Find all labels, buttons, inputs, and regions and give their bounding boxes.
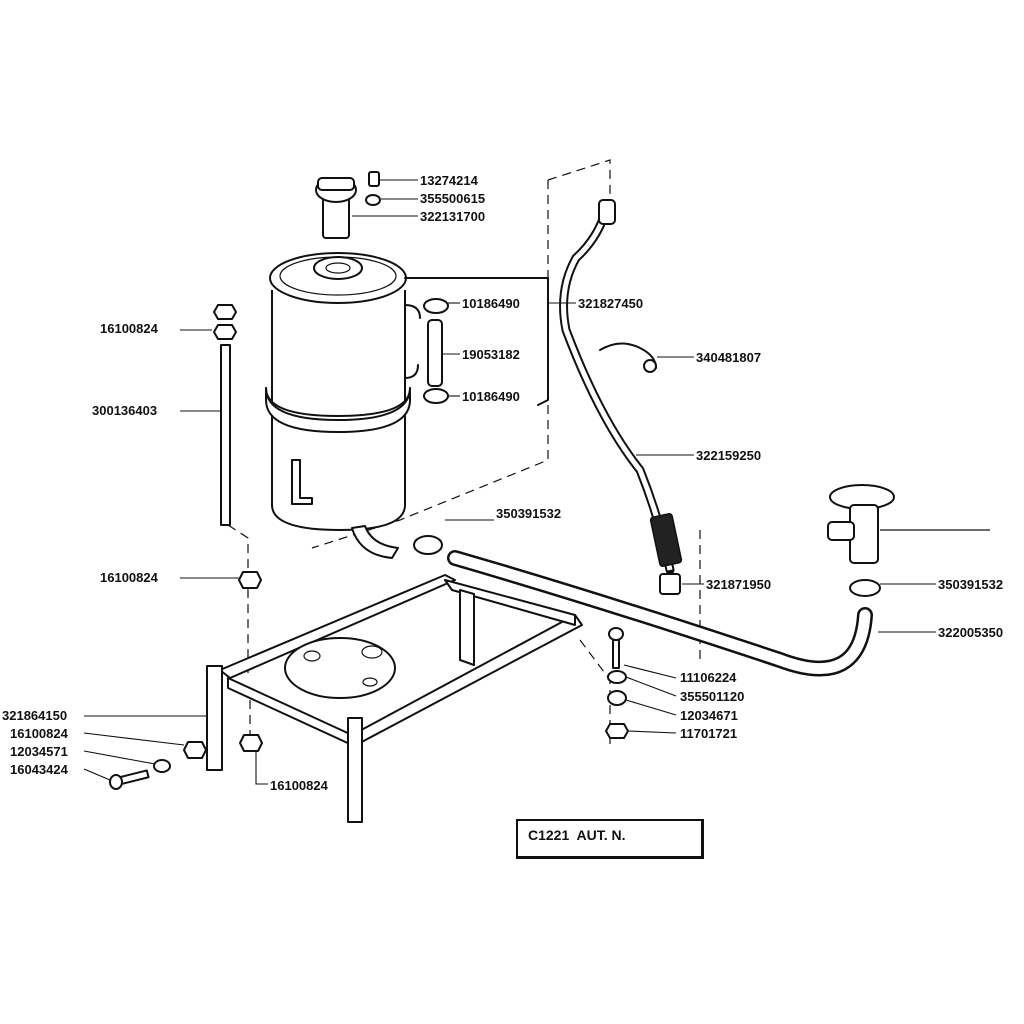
label-322159250: 322159250: [696, 448, 761, 463]
label-12034571: 12034571: [10, 744, 68, 759]
label-355500615: 355500615: [420, 191, 485, 206]
part-labels: 13274214 355500615 322131700 10186490 32…: [2, 173, 1003, 793]
label-321864150: 321864150: [2, 708, 67, 723]
label-300136403: 300136403: [92, 403, 157, 418]
bolt-stack-right: [605, 627, 629, 739]
label-322131700: 322131700: [420, 209, 485, 224]
label-350391532-left: 350391532: [496, 506, 561, 521]
drawing-code-box: C1221 AUT. N.: [516, 819, 704, 859]
label-16100824-left: 16100824: [10, 726, 69, 741]
fuel-tank: [265, 252, 421, 559]
label-321827450: 321827450: [578, 296, 643, 311]
label-16043424: 16043424: [10, 762, 69, 777]
label-12034671: 12034671: [680, 708, 738, 723]
label-16100824-bottom: 16100824: [270, 778, 329, 793]
label-10186490-top: 10186490: [462, 296, 520, 311]
label-16100824-mid: 16100824: [100, 570, 159, 585]
hose-clamp: [413, 535, 443, 555]
outlet-hose-group: [447, 484, 990, 677]
label-13274214: 13274214: [420, 173, 479, 188]
label-355501120: 355501120: [680, 689, 744, 704]
drawing-code: C1221 AUT. N.: [528, 827, 626, 843]
support-frame: [206, 574, 583, 823]
vent-tube-group: [404, 277, 549, 406]
label-322005350: 322005350: [938, 625, 1003, 640]
filler-neck-group: [315, 171, 381, 239]
label-11701721: 11701721: [680, 726, 737, 741]
leader-lines: [83, 179, 936, 785]
bolt-stack-left: [109, 741, 207, 790]
label-10186490-bottom: 10186490: [462, 389, 520, 404]
label-16100824-top: 16100824: [100, 321, 159, 336]
label-321871950: 321871950: [706, 577, 771, 592]
label-340481807: 340481807: [696, 350, 761, 365]
label-19053182: 19053182: [462, 347, 520, 362]
label-11106224: 11106224: [680, 670, 737, 685]
fuel-line-group: [559, 199, 683, 595]
threaded-rod-group: [213, 304, 263, 752]
label-350391532-right: 350391532: [938, 577, 1003, 592]
